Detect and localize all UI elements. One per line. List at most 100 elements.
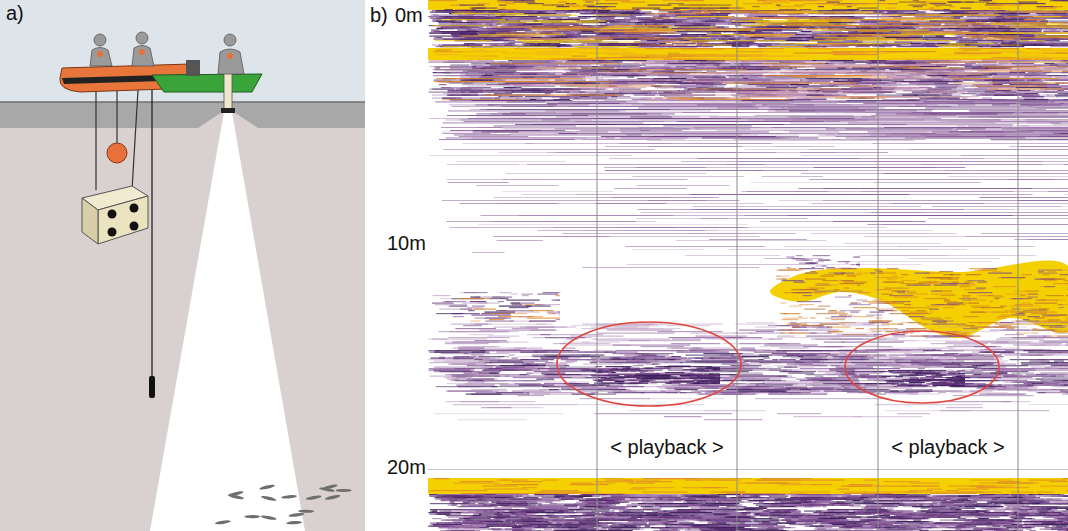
echo-return xyxy=(446,51,471,52)
echo-return xyxy=(985,39,1014,40)
echo-return xyxy=(609,43,645,44)
echo-return xyxy=(671,19,687,20)
echo-return xyxy=(558,2,567,3)
echo-return xyxy=(1026,48,1040,49)
echo-return xyxy=(678,16,732,17)
echo-return xyxy=(484,10,492,11)
echo-return xyxy=(522,42,641,43)
echo-return xyxy=(728,13,754,14)
echo-return xyxy=(667,53,679,54)
echo-return xyxy=(583,16,601,17)
echo-return xyxy=(451,13,524,14)
echo-return xyxy=(889,51,908,52)
echo-return xyxy=(1052,39,1068,40)
echo-return xyxy=(711,33,721,34)
echo-return xyxy=(537,45,569,46)
echo-return xyxy=(906,28,938,29)
echo-return xyxy=(436,21,462,22)
echo-return xyxy=(758,16,774,17)
echo-return xyxy=(858,31,891,32)
echo-return xyxy=(723,31,749,32)
echo-return xyxy=(864,24,876,25)
echo-return xyxy=(452,37,477,38)
echo-return xyxy=(1039,18,1068,19)
echo-return xyxy=(757,0,766,1)
echo-return xyxy=(566,3,570,4)
echo-return xyxy=(682,37,711,38)
echo-return xyxy=(849,36,910,37)
echo-return xyxy=(474,50,486,51)
echo-return xyxy=(492,31,509,32)
echo-return xyxy=(811,16,818,17)
echo-return xyxy=(853,28,883,29)
echo-return xyxy=(638,21,677,22)
echo-return xyxy=(661,42,708,43)
echo-return xyxy=(525,31,562,32)
echo-return xyxy=(803,31,810,32)
echo-return xyxy=(594,31,649,32)
echo-return xyxy=(632,8,660,9)
echo-return xyxy=(948,13,986,14)
echo-return xyxy=(605,0,631,1)
echo-return xyxy=(950,39,958,40)
echo-return xyxy=(432,19,442,20)
echo-return xyxy=(1015,53,1057,54)
echo-return xyxy=(818,43,846,44)
echo-return xyxy=(669,46,698,47)
echo-return xyxy=(485,24,526,25)
echo-return xyxy=(536,54,570,55)
echo-return xyxy=(659,43,665,44)
echo-return xyxy=(703,24,746,25)
echo-return xyxy=(743,18,848,19)
echo-return xyxy=(568,18,587,19)
echo-return xyxy=(933,37,963,38)
echo-return xyxy=(861,21,900,22)
echo-return xyxy=(966,37,1068,38)
echo-return xyxy=(495,15,577,16)
echo-return xyxy=(936,45,965,46)
echo-return xyxy=(478,3,490,4)
echo-return xyxy=(789,37,801,38)
echo-return xyxy=(898,31,971,32)
echo-return xyxy=(915,16,934,17)
echo-return xyxy=(458,22,472,23)
echo-return xyxy=(908,5,926,6)
echo-return xyxy=(740,28,828,29)
echo-return xyxy=(433,25,490,26)
echo-return xyxy=(899,10,913,11)
echo-return xyxy=(958,21,966,22)
echo-return xyxy=(699,31,712,32)
echo-return xyxy=(660,10,688,11)
echo-return xyxy=(543,24,571,25)
echo-return xyxy=(526,43,551,44)
echo-return xyxy=(963,50,981,51)
echo-return xyxy=(604,27,662,28)
echo-return xyxy=(639,15,666,16)
echo-return xyxy=(1033,16,1061,17)
echo-return xyxy=(521,0,534,1)
echo-return xyxy=(1036,13,1066,14)
echo-return xyxy=(646,48,697,49)
echo-return xyxy=(431,30,439,31)
echo-return xyxy=(485,51,506,52)
echo-return xyxy=(571,3,577,4)
echo-return xyxy=(734,19,749,20)
echo-return xyxy=(668,24,676,25)
echo-return xyxy=(563,33,575,34)
echo-return xyxy=(1019,40,1045,41)
echo-return xyxy=(831,51,891,52)
echo-return xyxy=(441,19,505,20)
echo-return xyxy=(680,50,722,51)
echo-return xyxy=(809,40,843,41)
echo-return xyxy=(926,21,932,22)
echo-return xyxy=(701,36,718,37)
echo-return xyxy=(991,2,997,3)
echo-return xyxy=(653,16,670,17)
echo-return xyxy=(741,25,767,26)
echo-return xyxy=(1017,30,1041,31)
echo-return xyxy=(990,22,1068,23)
echo-return xyxy=(458,15,489,16)
echo-return xyxy=(777,6,802,7)
echo-return xyxy=(503,53,559,54)
